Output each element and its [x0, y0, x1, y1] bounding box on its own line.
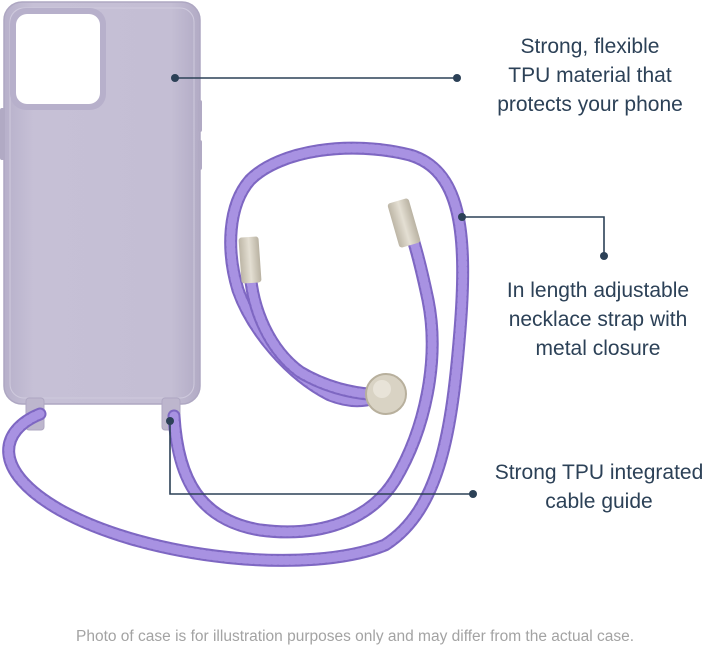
metal-closure: [365, 373, 407, 415]
necklace-strap: [2, 141, 470, 567]
callout-line-cable-guide: [166, 417, 477, 498]
disclaimer-text: Photo of case is for illustration purpos…: [76, 628, 634, 645]
metal-end-cap-left: [238, 236, 262, 284]
callout-strap-text: In length adjustable necklace strap with…: [506, 279, 690, 360]
callout-line-strap: [458, 213, 608, 260]
callout-cable-guide-text: Strong TPU integrated cable guide: [494, 461, 704, 513]
callout-line-material: [171, 74, 461, 82]
callout-material-text: Strong, flexible TPU material that prote…: [497, 35, 683, 116]
phone-case: [0, 1, 202, 431]
metal-end-cap-right: [387, 198, 421, 248]
